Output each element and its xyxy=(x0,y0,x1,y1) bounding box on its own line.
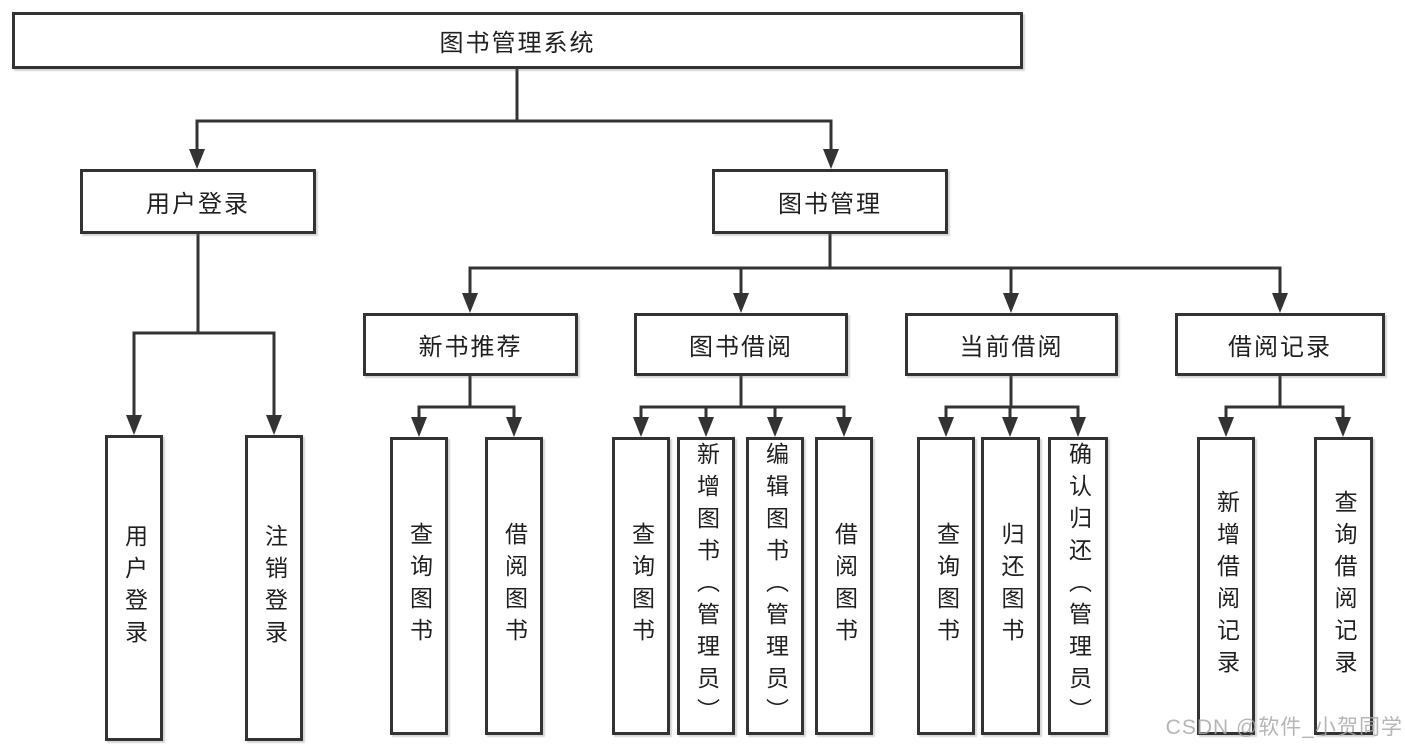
node-root-system: 图书管理系统 xyxy=(12,12,1023,69)
connector-records-to-leaves xyxy=(1224,374,1345,421)
connector-current-to-leaves xyxy=(944,374,1080,421)
leaf-query-books-current: 查询图书 xyxy=(917,437,975,735)
leaf-query-books-borrowing-label: 查询图书 xyxy=(628,522,655,650)
node-new-book-recommend-label: 新书推荐 xyxy=(418,334,523,361)
node-user-login: 用户登录 xyxy=(80,169,316,234)
leaf-add-borrow-record-label: 新增借阅记录 xyxy=(1213,490,1240,682)
connector-root-to-level1 xyxy=(195,67,833,153)
leaf-borrow-books-recommend: 借阅图书 xyxy=(485,437,543,735)
node-borrowing-records-label: 借阅记录 xyxy=(1228,334,1332,361)
connector-newbook-to-leaves xyxy=(417,374,516,421)
connector-borrow-to-leaves xyxy=(639,374,846,421)
leaf-query-books-recommend-label: 查询图书 xyxy=(406,522,433,650)
leaf-query-borrow-record: 查询借阅记录 xyxy=(1314,437,1373,735)
node-new-book-recommend: 新书推荐 xyxy=(363,313,578,376)
node-book-management-label: 图书管理 xyxy=(778,191,882,218)
leaf-user-login-label: 用户登录 xyxy=(121,524,148,652)
leaf-add-books-admin-label: 新增图书（管理员） xyxy=(693,442,720,730)
leaf-logout-label: 注销登录 xyxy=(261,524,288,652)
connector-management-to-groups xyxy=(468,232,1282,297)
leaf-query-books-recommend: 查询图书 xyxy=(390,437,448,735)
leaf-add-borrow-record: 新增借阅记录 xyxy=(1197,437,1255,735)
node-book-borrowing: 图书借阅 xyxy=(634,313,848,376)
arrowheads xyxy=(126,149,1351,437)
leaf-user-login: 用户登录 xyxy=(105,435,163,741)
leaf-query-borrow-record-label: 查询借阅记录 xyxy=(1331,490,1357,682)
leaf-confirm-return-admin: 确认归还（管理员） xyxy=(1048,437,1108,735)
node-book-borrowing-label: 图书借阅 xyxy=(689,334,793,361)
leaf-return-books-label: 归还图书 xyxy=(998,522,1024,650)
leaf-edit-books-admin: 编辑图书（管理员） xyxy=(746,437,804,735)
csdn-watermark: CSDN @软件_小贺同学 xyxy=(1165,716,1403,739)
leaf-edit-books-admin-label: 编辑图书（管理员） xyxy=(762,442,789,730)
leaf-borrow-books: 借阅图书 xyxy=(815,437,873,735)
leaf-add-books-admin: 新增图书（管理员） xyxy=(677,437,735,735)
leaf-query-books-borrowing: 查询图书 xyxy=(612,437,670,735)
leaf-return-books: 归还图书 xyxy=(981,437,1040,735)
leaf-confirm-return-admin-label: 确认归还（管理员） xyxy=(1065,442,1092,730)
node-book-management: 图书管理 xyxy=(712,169,948,234)
node-current-borrowing: 当前借阅 xyxy=(905,313,1118,376)
node-root-system-label: 图书管理系统 xyxy=(439,30,596,57)
node-current-borrowing-label: 当前借阅 xyxy=(959,334,1064,361)
leaf-logout: 注销登录 xyxy=(245,435,303,741)
leaf-borrow-books-label: 借阅图书 xyxy=(831,522,858,650)
leaf-borrow-books-recommend-label: 借阅图书 xyxy=(501,522,528,650)
node-borrowing-records: 借阅记录 xyxy=(1175,313,1385,376)
connector-login-to-leaves xyxy=(132,232,276,419)
node-user-login-label: 用户登录 xyxy=(146,191,250,218)
leaf-query-books-current-label: 查询图书 xyxy=(933,522,960,650)
